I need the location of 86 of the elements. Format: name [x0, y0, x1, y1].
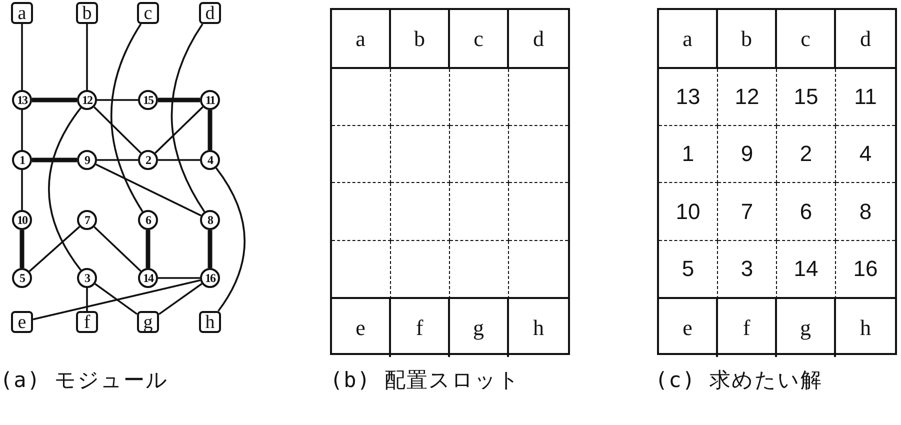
connector-line	[170, 24, 206, 212]
table-cell-text: a	[682, 26, 692, 52]
module-circle: 10	[12, 210, 32, 230]
table-cell-text: a	[356, 26, 366, 52]
figure-caption: (b) 配置スロット	[330, 367, 521, 394]
table-cell-text: d	[533, 26, 544, 52]
module-circle: 9	[77, 150, 97, 170]
terminal-box: d	[199, 2, 221, 24]
table-cell-text: e	[356, 315, 366, 341]
module-circle: 11	[200, 90, 220, 110]
table-cell-text: 15	[794, 84, 818, 110]
table-cell-text: f	[416, 315, 424, 341]
table-cell-text: 3	[740, 256, 754, 282]
figure-caption: (a) モジュール	[0, 367, 169, 394]
table-cell-text: h	[533, 315, 544, 341]
table-cell-text: h	[860, 315, 871, 341]
connector-line	[215, 167, 246, 312]
connector-line	[32, 158, 77, 162]
connector-line	[94, 226, 142, 272]
table-cell-text: 16	[853, 256, 878, 282]
table-cell-text: b	[741, 26, 752, 52]
connector-line	[97, 99, 138, 101]
connector-line	[208, 230, 212, 268]
connector-line	[208, 110, 212, 150]
module-circle: 4	[200, 150, 220, 170]
table-cell-text: c	[474, 26, 484, 52]
module-circle: 6	[138, 210, 158, 230]
table-cell-text: 2	[800, 141, 812, 167]
table-cell-text: 10	[676, 198, 700, 224]
module-circle: 16	[200, 268, 220, 288]
table-cell-text: 12	[734, 84, 760, 110]
module-circle: 13	[12, 90, 32, 110]
connector-line	[21, 170, 23, 210]
connector-line	[86, 24, 88, 90]
table-cell-text: 5	[682, 256, 694, 282]
table-cell-text: g	[800, 315, 811, 341]
module-circle: 7	[77, 210, 97, 230]
connector-line	[154, 106, 204, 154]
table-cell-text: 4	[859, 141, 872, 167]
table-cell-text: 9	[740, 141, 754, 167]
table-cell-text: 8	[859, 198, 872, 224]
module-circle: 12	[77, 90, 97, 110]
terminal-box: b	[76, 2, 98, 24]
connector-line	[20, 230, 24, 268]
module-circle: 15	[138, 90, 158, 110]
connector-line	[158, 283, 202, 315]
module-circle: 14	[138, 268, 158, 288]
connector-line	[32, 279, 200, 320]
terminal-box: c	[137, 2, 159, 24]
connector-line	[21, 110, 23, 150]
connector-line	[94, 106, 142, 154]
terminal-box: f	[76, 311, 98, 333]
table-cell-text: 13	[676, 84, 700, 110]
connector-line	[94, 283, 138, 315]
terminal-box: h	[199, 311, 221, 333]
module-circle: 3	[77, 268, 97, 288]
table-cell-text: g	[473, 315, 484, 341]
connector-line	[32, 98, 77, 102]
connector-line	[97, 159, 138, 161]
connector-line	[146, 230, 150, 268]
table-cell-text: 6	[800, 198, 812, 224]
connector-line	[21, 24, 23, 90]
connector-line	[110, 24, 144, 212]
module-circle: 1	[12, 150, 32, 170]
connector-line	[158, 159, 200, 161]
module-circle: 5	[12, 268, 32, 288]
figure-caption: (c) 求めたい解	[655, 367, 823, 394]
table-cell-text: 7	[740, 198, 754, 224]
connector-line	[158, 98, 200, 102]
connector-line	[28, 226, 80, 272]
connector-line	[158, 277, 200, 279]
connector-line	[48, 107, 82, 271]
table-cell-text: f	[742, 315, 750, 341]
table-cell-text: b	[414, 26, 425, 52]
connector-line	[96, 164, 202, 216]
terminal-box: a	[11, 2, 33, 24]
module-circle: 2	[138, 150, 158, 170]
table-cell-text: d	[860, 26, 871, 52]
table-cell-text: 11	[854, 84, 877, 110]
table-cell-text: e	[682, 315, 692, 341]
terminal-box: e	[11, 311, 33, 333]
connector-line	[86, 288, 88, 311]
table-cell-text: 1	[682, 141, 694, 167]
module-circle: 8	[200, 210, 220, 230]
table-cell-text: c	[800, 26, 810, 52]
table-cell-text: 14	[794, 256, 818, 282]
